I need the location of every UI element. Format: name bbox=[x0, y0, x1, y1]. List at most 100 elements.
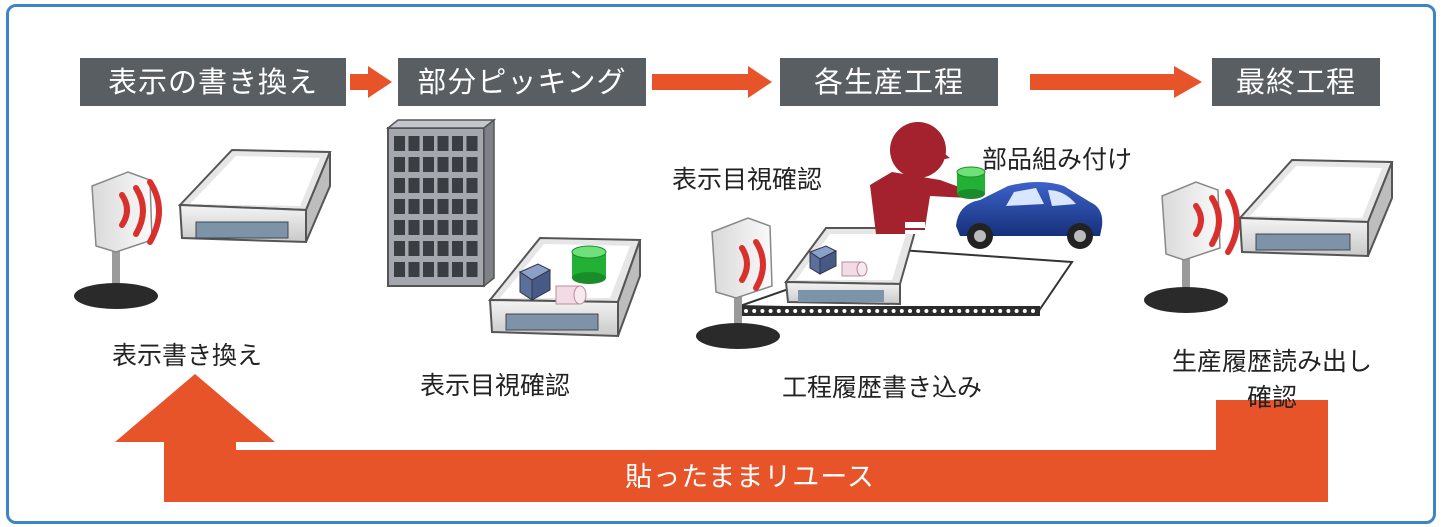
shelf-bin bbox=[408, 157, 420, 172]
shelf-bin bbox=[437, 136, 449, 151]
conveyor-roller bbox=[965, 309, 970, 313]
conveyor-roller bbox=[1014, 309, 1019, 313]
shelf-bin bbox=[423, 199, 434, 214]
shelf-bin bbox=[466, 136, 478, 151]
conveyor-roller bbox=[850, 309, 855, 313]
label-rewrite: 表示書き換え bbox=[112, 341, 263, 370]
shelf-bin bbox=[466, 178, 478, 193]
conveyor-roller bbox=[981, 309, 986, 313]
shelf-bin bbox=[408, 241, 420, 256]
conveyor-roller bbox=[916, 309, 921, 313]
conveyor-roller bbox=[940, 309, 945, 313]
conveyor-roller bbox=[949, 309, 953, 313]
parts-shelf bbox=[385, 118, 497, 288]
shelf-bin bbox=[437, 241, 449, 256]
conveyor-roller bbox=[924, 309, 929, 313]
shelf-bin bbox=[452, 220, 463, 235]
shelf-bin bbox=[437, 262, 449, 277]
conveyor-roller bbox=[1022, 309, 1027, 313]
shelf-bin bbox=[423, 220, 434, 235]
shelf-bin bbox=[408, 178, 420, 193]
shelf-bin bbox=[452, 241, 463, 256]
shelf-bin bbox=[408, 220, 420, 235]
tray-station-2 bbox=[487, 236, 642, 338]
shelf-bin bbox=[452, 136, 463, 151]
cylinder-part-pink bbox=[555, 285, 587, 305]
shelf-bin bbox=[394, 199, 405, 214]
cube-part-station-3 bbox=[808, 245, 838, 275]
label-parts-assembly: 部品組み付け bbox=[982, 145, 1133, 174]
tray-station-4 bbox=[1237, 158, 1394, 258]
flow-arrow-2 bbox=[652, 66, 772, 98]
flow-arrow-1 bbox=[350, 66, 392, 98]
shelf-bin bbox=[466, 199, 478, 214]
conveyor-roller bbox=[858, 309, 863, 313]
shelf-bin bbox=[437, 157, 449, 172]
shelf-bin bbox=[437, 199, 449, 214]
shelf-bin bbox=[466, 241, 478, 256]
shelf-bin bbox=[423, 178, 434, 193]
flow-arrow-3 bbox=[1030, 66, 1202, 98]
conveyor-roller bbox=[760, 309, 765, 313]
conveyor-roller bbox=[744, 309, 748, 313]
rfid-reader-station-1 bbox=[74, 171, 162, 309]
conveyor-roller bbox=[842, 309, 847, 313]
conveyor-roller bbox=[801, 309, 806, 313]
shelf-bin bbox=[423, 262, 434, 277]
shelf-bin bbox=[408, 262, 420, 277]
conveyor-roller bbox=[776, 309, 781, 313]
reuse-arrow bbox=[115, 374, 1328, 502]
shelf-bin bbox=[437, 220, 449, 235]
rfid-reader-station-3 bbox=[696, 217, 780, 349]
reuse-label: 貼ったままリユース bbox=[625, 462, 875, 493]
conveyor-roller bbox=[891, 309, 896, 313]
label-production-history-read: 生産履歴読み出し 確認 bbox=[1140, 342, 1404, 414]
rfid-reader-station-4 bbox=[1144, 181, 1240, 313]
conveyor-roller bbox=[834, 309, 839, 313]
step-final-process: 最終工程 bbox=[1212, 58, 1380, 106]
conveyor-roller bbox=[883, 309, 888, 313]
shelf-bin bbox=[423, 241, 434, 256]
shelf-bin bbox=[452, 178, 463, 193]
conveyor-roller bbox=[817, 309, 822, 313]
label-process-history-write: 工程履歴書き込み bbox=[782, 373, 983, 402]
shelf-bin bbox=[423, 136, 434, 151]
step-each-production-process: 各生産工程 bbox=[780, 58, 998, 106]
worker-figure bbox=[870, 122, 968, 234]
label-production-history-read-line1: 生産履歴読み出し bbox=[1171, 347, 1372, 376]
shelf-bin bbox=[394, 178, 405, 193]
conveyor-roller bbox=[998, 309, 1003, 313]
conveyor-roller bbox=[1006, 309, 1011, 313]
shelf-bin bbox=[394, 262, 405, 277]
shelf-bin bbox=[423, 157, 434, 172]
conveyor-roller bbox=[990, 309, 994, 313]
step-display-rewrite: 表示の書き換え bbox=[80, 58, 346, 106]
shelf-bin bbox=[452, 199, 463, 214]
shelf-bin bbox=[466, 220, 478, 235]
cylinder-part-green bbox=[571, 245, 607, 284]
shelf-bin bbox=[394, 157, 405, 172]
conveyor-roller bbox=[793, 309, 798, 313]
shelf-bin bbox=[466, 157, 478, 172]
label-visual-check-station-2: 表示目視確認 bbox=[420, 371, 571, 400]
shelf-bin bbox=[394, 241, 405, 256]
step-partial-picking: 部分ピッキング bbox=[398, 58, 646, 106]
conveyor-roller bbox=[957, 309, 962, 313]
label-production-history-read-line2: 確認 bbox=[1246, 383, 1297, 412]
tray-station-3 bbox=[784, 227, 918, 306]
car bbox=[956, 182, 1103, 249]
conveyor-roller bbox=[826, 309, 830, 313]
conveyor-roller bbox=[785, 309, 789, 313]
shelf-bin bbox=[452, 157, 463, 172]
conveyor-roller bbox=[973, 309, 978, 313]
conveyor-roller bbox=[899, 309, 904, 313]
shelf-bin bbox=[437, 178, 449, 193]
conveyor-roller bbox=[1031, 309, 1035, 313]
shelf-bin bbox=[466, 262, 478, 277]
shelf-bin bbox=[408, 199, 420, 214]
conveyor-roller bbox=[867, 309, 871, 313]
conveyor-roller bbox=[932, 309, 937, 313]
shelf-bin bbox=[452, 262, 463, 277]
shelf-bin bbox=[408, 136, 420, 151]
